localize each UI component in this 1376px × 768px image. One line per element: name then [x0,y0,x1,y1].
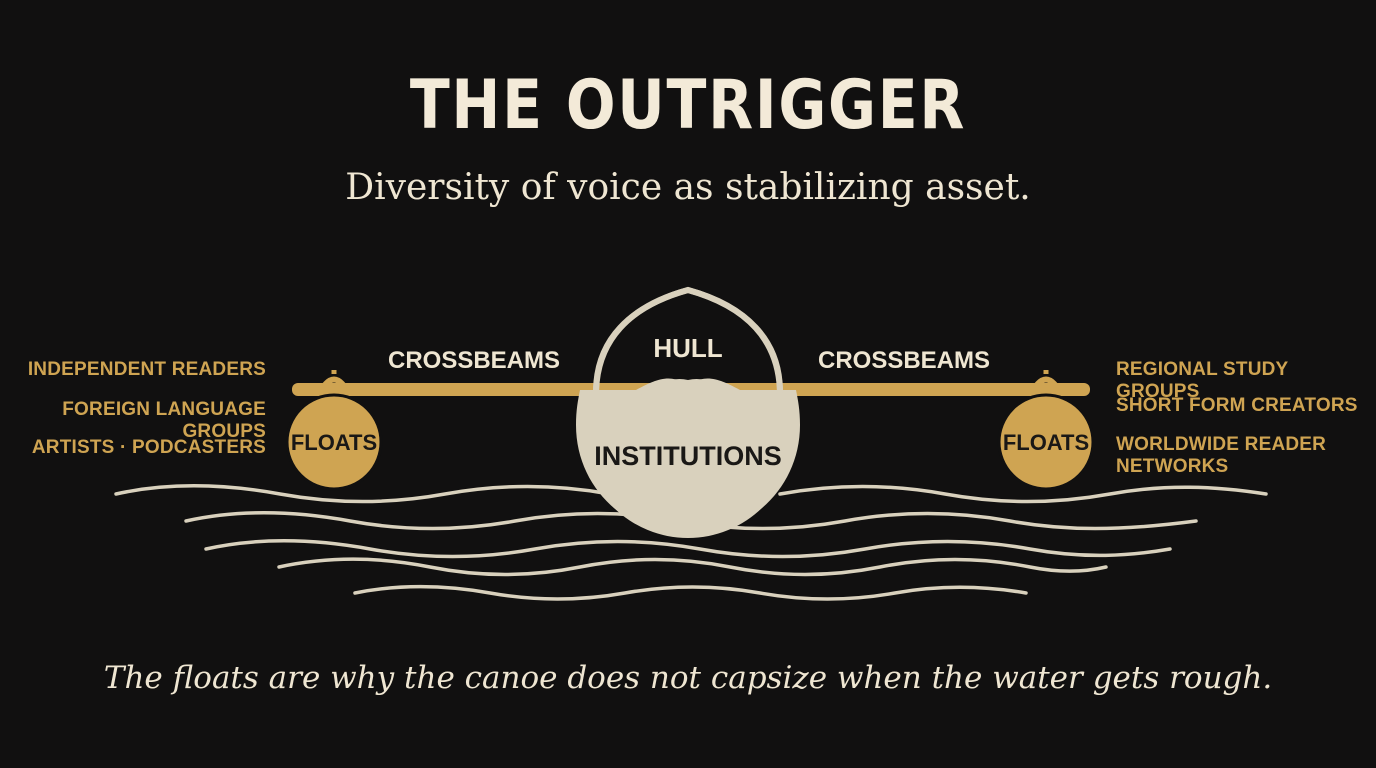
page-subtitle: Diversity of voice as stabilizing asset. [345,167,1031,208]
institutions-label: INSTITUTIONS [594,441,782,471]
crossbeams-label-right: CROSSBEAMS [817,347,991,374]
caption: The floats are why the canoe does not ca… [103,660,1273,696]
right-float-hanger [1031,376,1061,391]
hull-waterline [582,378,794,446]
right-list-item: NETWORKS [1116,456,1229,477]
wave-line [114,483,1268,504]
left-float-hanger [319,376,349,391]
wave-line [353,584,1028,601]
float-label-right: FLOATS [1002,430,1090,455]
left-float [285,393,383,491]
right-list-item: REGIONAL STUDY GROUPS [1116,359,1289,402]
crossbeams-label-left: CROSSBEAMS [387,347,561,374]
wave-line [204,538,1172,559]
right-float [997,393,1095,491]
left-list-item: INDEPENDENT READERS [27,359,266,380]
left-float-group [285,370,383,491]
float-label-left: FLOATS [290,430,378,455]
right-float-group [997,370,1095,491]
page-title: THE OUTRIGGER [409,66,967,145]
hull-label: HULL [653,333,723,363]
left-list-item: FOREIGN LANGUAGE GROUPS [62,399,266,442]
right-list-item: SHORT FORM CREATORS [1116,395,1358,416]
wave-line [277,557,1108,577]
right-list-item: WORLDWIDE READER [1116,434,1327,455]
left-list-item: ARTISTS · PODCASTERS [31,437,266,458]
